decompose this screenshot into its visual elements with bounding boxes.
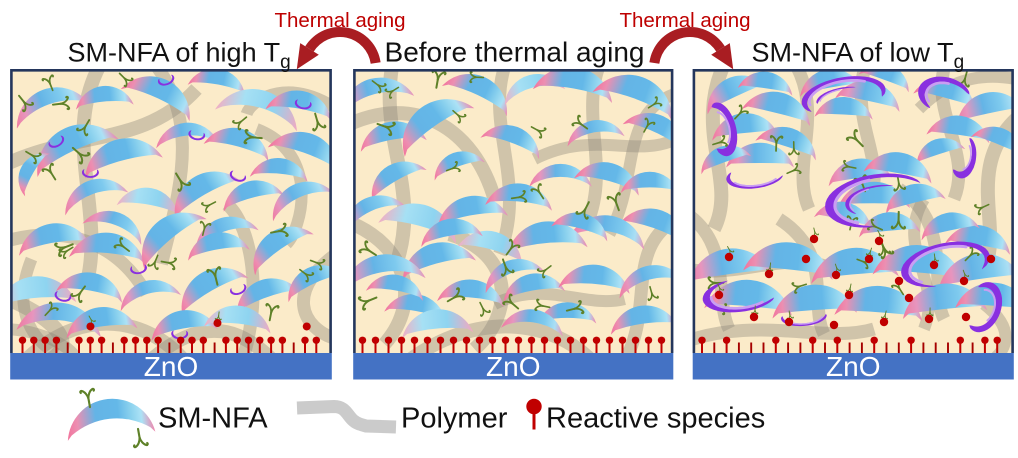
svg-text:Reactive species: Reactive species: [546, 403, 765, 435]
svg-text:ZnO: ZnO: [144, 351, 198, 382]
svg-text:SM-NFA: SM-NFA: [158, 403, 268, 435]
svg-text:ZnO: ZnO: [486, 351, 540, 382]
svg-text:Before thermal aging: Before thermal aging: [385, 37, 645, 68]
svg-text:Thermal aging: Thermal aging: [619, 9, 750, 32]
svg-text:Polymer: Polymer: [401, 403, 508, 435]
svg-text:SM-NFA of high Tg: SM-NFA of high Tg: [68, 38, 291, 74]
svg-text:ZnO: ZnO: [826, 351, 880, 382]
svg-text:Thermal aging: Thermal aging: [274, 9, 405, 32]
svg-text:SM-NFA of low Tg: SM-NFA of low Tg: [752, 38, 965, 74]
